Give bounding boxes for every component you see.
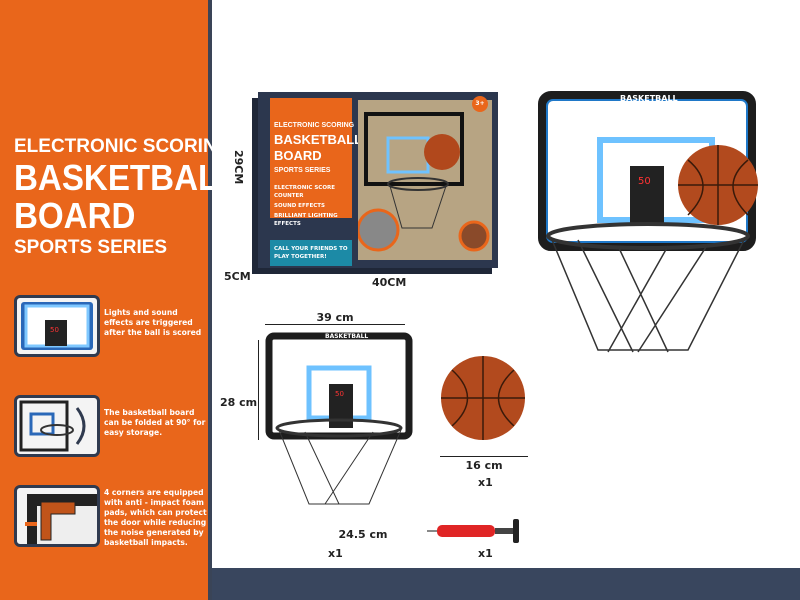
title-line2: BASKETBALL bbox=[14, 157, 239, 198]
pump-icon bbox=[427, 519, 519, 543]
board-width-label: 39 cm bbox=[265, 312, 405, 325]
contents-hoop-image: 50 bbox=[265, 332, 413, 505]
box-bullet: SOUND EFFECTS bbox=[274, 203, 325, 209]
bottom-bar bbox=[212, 568, 800, 600]
box-title2: BASKETBALL bbox=[274, 132, 363, 147]
package-box: ELECTRONIC SCORING BASKETBALL BOARD SPOR… bbox=[258, 92, 498, 268]
score-display: 50 bbox=[638, 176, 651, 187]
pump-qty: x1 bbox=[478, 547, 493, 560]
title-line1: ELECTRONIC SCORING bbox=[14, 136, 232, 157]
box-title4: SPORTS SERIES bbox=[274, 167, 331, 174]
feature-image-foam bbox=[14, 485, 100, 547]
box-title3: BOARD bbox=[274, 148, 322, 163]
ball-size-label: 16 cm bbox=[440, 456, 528, 472]
divider bbox=[208, 0, 212, 600]
box-title1: ELECTRONIC SCORING bbox=[274, 122, 355, 129]
feature-image-lights: 50 bbox=[14, 295, 100, 357]
svg-text:50: 50 bbox=[335, 390, 344, 398]
feature-text-fold: The basketball board can be folded at 90… bbox=[104, 408, 206, 437]
box-front-panel: ELECTRONIC SCORING BASKETBALL BOARD SPOR… bbox=[270, 98, 362, 218]
box-width-label: 40CM bbox=[372, 276, 407, 289]
board-height-label: 28 cm bbox=[220, 396, 258, 409]
svg-text:50: 50 bbox=[50, 326, 59, 334]
board-qty: x1 bbox=[328, 547, 343, 560]
box-cta: CALL YOUR FRIENDS TO PLAY TOGETHER! bbox=[270, 240, 352, 266]
box-height-label: 29CM bbox=[232, 150, 245, 185]
feature-image-fold bbox=[14, 395, 100, 457]
ball-image bbox=[441, 356, 525, 440]
board-height-line bbox=[258, 340, 259, 440]
small-backboard-label: BASKETBALL bbox=[325, 333, 369, 340]
ball-qty: x1 bbox=[478, 476, 493, 489]
age-badge: 3+ bbox=[472, 96, 488, 112]
box-door-photo bbox=[356, 100, 492, 260]
backboard-label: BASKETBALL bbox=[620, 94, 678, 103]
feature-text-lights: Lights and sound effects are triggered a… bbox=[104, 308, 202, 337]
title-line4: SPORTS SERIES bbox=[14, 237, 168, 258]
box-bullet: BRILLIANT LIGHTING EFFECTS bbox=[274, 213, 338, 227]
main-hoop-image: 50 bbox=[538, 91, 758, 353]
feature-text-foam: 4 corners are equipped with anti - impac… bbox=[104, 488, 207, 547]
rim-size-label: 24.5 cm bbox=[338, 528, 388, 541]
box-bullet: ELECTRONIC SCORE COUNTER bbox=[274, 185, 335, 199]
box-depth-label: 5CM bbox=[224, 270, 251, 283]
title-line3: BOARD bbox=[14, 195, 136, 236]
